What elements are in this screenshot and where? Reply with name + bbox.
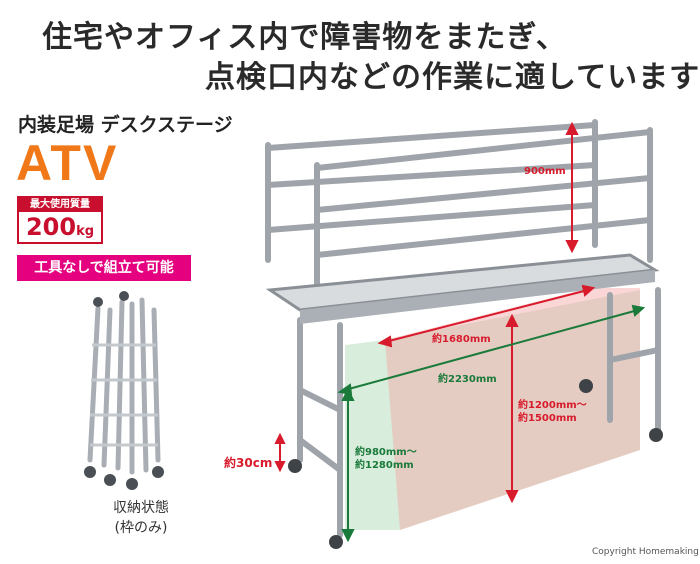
scaffold-diagram: 900mm 約1680mm 約2230mm 約1200mm～ 約1500mm 約… (224, 119, 663, 549)
height-range-label-2: 約1500mm (518, 411, 577, 424)
step-height-label: 約30cm (224, 455, 272, 470)
storage-caption-line-1: 収納状態 (113, 500, 169, 516)
width-zone (345, 290, 640, 530)
capacity-number: 200 (25, 213, 77, 241)
copyright-text: Copyright Homemaking (592, 547, 699, 557)
rail-height-label: 900mm (524, 166, 566, 177)
platform-width-label: 約1680mm (432, 332, 491, 345)
capacity-unit: kg (76, 224, 95, 239)
headline-line-2: 点検口内などの作業に適しています (205, 60, 700, 95)
leg-range-label-1: 約980mm～ (355, 445, 417, 458)
frame-length-label: 約2230mm (438, 372, 497, 385)
product-subtitle: 内装足場 デスクステージ (18, 114, 233, 136)
leg-range-label-2: 約1280mm (355, 458, 414, 471)
height-range-label-1: 約1200mm～ (518, 398, 587, 411)
caster-wheels (288, 379, 663, 549)
headline-line-1: 住宅やオフィス内で障害物をまたぎ、 (42, 20, 567, 55)
storage-caption-line-2: (枠のみ) (114, 520, 168, 536)
platform-edge (300, 270, 655, 324)
capacity-value: 200kg (19, 212, 101, 247)
storage-caption: 収納状態 (枠のみ) (113, 498, 169, 538)
model-name: ATV (16, 135, 119, 191)
tool-free-badge: 工具なしで組立て可能 (17, 255, 191, 281)
folded-frame-image (84, 291, 164, 490)
scaffold-frame (265, 119, 661, 538)
capacity-label: 最大使用質量 (19, 198, 101, 212)
capacity-box: 最大使用質量 200kg (17, 196, 103, 244)
